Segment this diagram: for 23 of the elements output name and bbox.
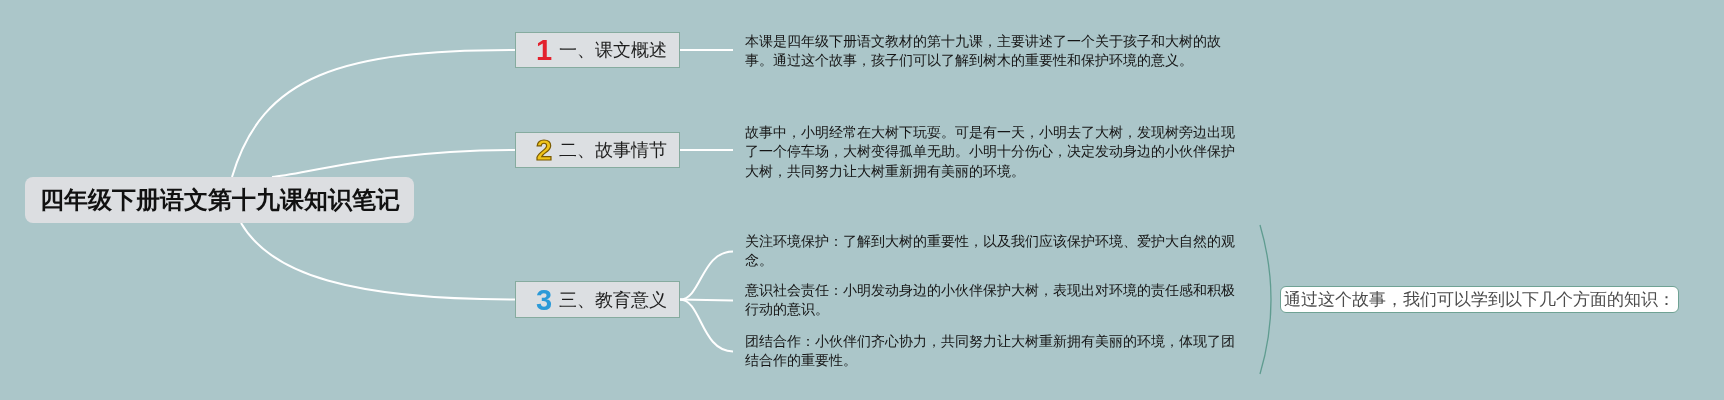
note-text: 意识社会责任：小明发动身边的小伙伴保护大树，表现出对环境的责任感和积极行动的意识。 <box>733 281 1241 320</box>
note-text: 本课是四年级下册语文教材的第十九课，主要讲述了一个关于孩子和大树的故事。通过这个故事，孩子们可以了解到树木的重要性和保护环境的意义。 <box>733 32 1241 71</box>
connector-line <box>679 298 734 353</box>
connector-line <box>271 149 516 178</box>
note-text: 故事中，小明经常在大树下玩耍。可是有一天，小明去了大树，发现树旁边出现了一个停车场，大树变得孤单无助。小明十分伤心，决定发动身边的小伙伴保护大树，共同努力让大树重新拥有美丽的环境。 <box>733 123 1241 182</box>
topic-number: 1 <box>536 35 553 65</box>
connector-line <box>679 149 734 151</box>
note-text: 团结合作：小伙伴们齐心协力，共同努力让大树重新拥有美丽的环境，体现了团结合作的重要性。 <box>733 332 1241 371</box>
connector-line <box>231 49 516 178</box>
topic-box <box>515 132 680 168</box>
topic-number: 2 <box>536 135 553 165</box>
connector-line <box>679 49 734 51</box>
topic-title: 三、教育意义 <box>559 288 668 311</box>
root-topic: 四年级下册语文第十九课知识笔记 <box>25 177 414 223</box>
topic-number: 3 <box>536 284 553 315</box>
connector-line <box>679 250 734 301</box>
topic-box <box>515 32 680 68</box>
summary-box: 通过这个故事，我们可以学到以下几个方面的知识： <box>1280 286 1679 313</box>
topic-box <box>515 281 680 318</box>
connector-line <box>240 222 516 301</box>
note-text: 关注环境保护：了解到大树的重要性，以及我们应该保护环境、爱护大自然的观念。 <box>733 232 1241 271</box>
topic-title: 二、故事情节 <box>559 139 668 161</box>
topic-title: 一、课文概述 <box>559 39 668 61</box>
